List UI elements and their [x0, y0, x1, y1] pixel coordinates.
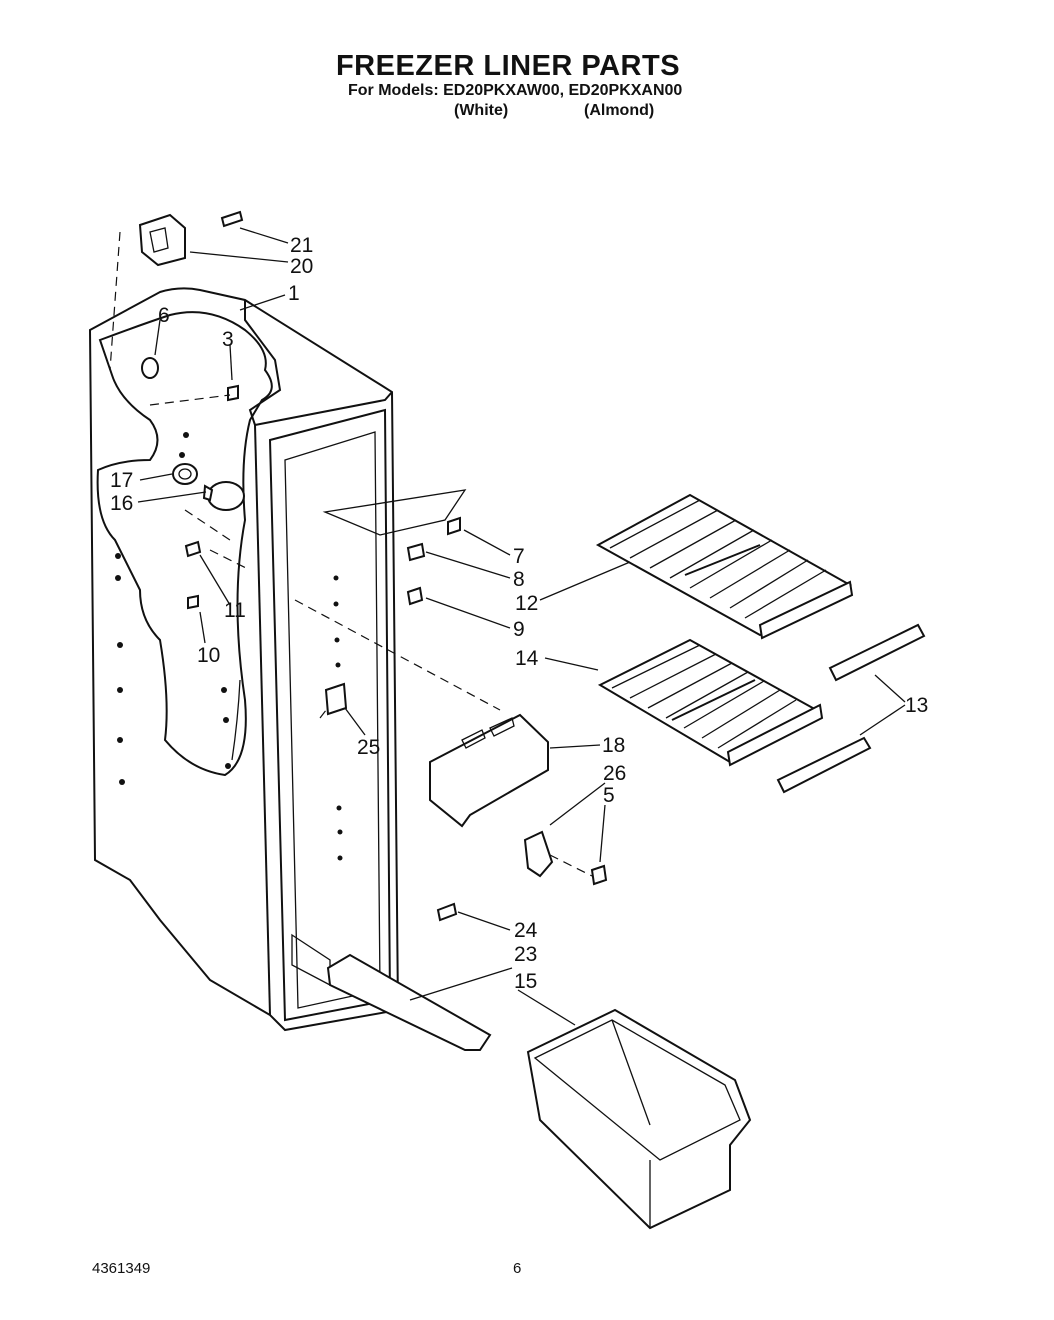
pan-bracket: [326, 953, 492, 1051]
callout-7: 7: [513, 545, 525, 568]
callout-16: 16: [110, 492, 133, 515]
wire-shelf-lower: [597, 638, 824, 767]
screw-3: [227, 384, 239, 402]
shelf-trim-upper: [828, 623, 926, 682]
leader-lines: [137, 227, 906, 1026]
color-label-white: (White): [454, 102, 509, 119]
leader-dash: [149, 394, 231, 406]
bracket-26: [523, 830, 554, 878]
callout-20: 20: [290, 255, 313, 278]
callout-26: 26: [603, 762, 626, 785]
callout-1: 1: [288, 282, 300, 305]
leader-dash: [184, 509, 231, 541]
cover-panel: [429, 713, 549, 828]
leader-dash: [209, 549, 251, 571]
callout-13: 13: [905, 694, 928, 717]
thermostat-bracket: [324, 682, 348, 716]
callout-5: 5: [603, 784, 615, 807]
wire-shelf-upper: [595, 493, 854, 640]
light-shield: [322, 489, 467, 606]
screw-10: [187, 594, 199, 610]
leader-dash: [319, 704, 331, 719]
lamp-socket: [172, 463, 198, 485]
page-title: FREEZER LINER PARTS: [335, 50, 681, 82]
page-number: 6: [513, 1260, 522, 1277]
light-housing: [138, 213, 186, 267]
models-line: For Models: ED20PKXAW00, ED20PKXAN00: [348, 82, 683, 99]
callout-12: 12: [515, 592, 538, 615]
screw-5: [590, 864, 608, 886]
callout-18: 18: [602, 734, 625, 757]
screw-21: [220, 210, 244, 228]
callout-17: 17: [110, 469, 133, 492]
leader-dash: [549, 854, 593, 877]
callout-3: 3: [222, 328, 234, 351]
callout-9: 9: [513, 618, 525, 641]
freezer-bin: [526, 1008, 752, 1230]
leader-dash: [294, 599, 501, 711]
callout-24: 24: [514, 919, 538, 942]
callout-8: 8: [513, 568, 525, 591]
shelf-trim-lower: [776, 736, 872, 794]
callout-21: 21: [290, 234, 313, 257]
callout-23: 23: [514, 943, 537, 966]
callout-25: 25: [357, 736, 380, 759]
callout-10: 10: [197, 644, 220, 667]
screw-11: [184, 540, 202, 558]
plug-6: [141, 357, 159, 379]
document-number: 4361349: [92, 1260, 151, 1277]
callout-15: 15: [514, 970, 537, 993]
callout-11: 11: [224, 599, 246, 622]
leader-dash: [109, 231, 121, 371]
callout-6: 6: [158, 304, 170, 327]
light-bulb: [202, 481, 245, 511]
color-label-almond: (Almond): [584, 102, 655, 119]
freezer-liner: [88, 287, 400, 1032]
screw-24: [436, 902, 458, 922]
callout-14: 14: [515, 647, 539, 670]
